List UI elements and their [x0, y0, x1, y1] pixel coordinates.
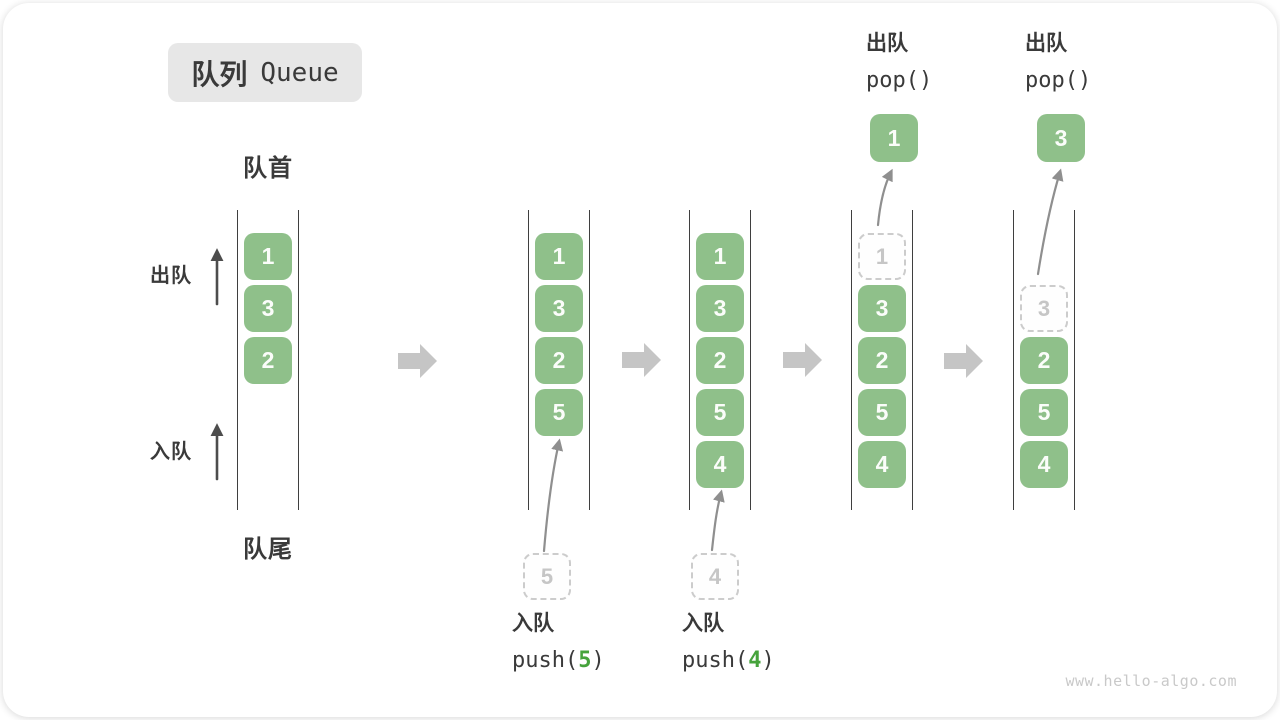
watermark: www.hello-algo.com: [1065, 672, 1237, 690]
popped-element: 3: [1037, 114, 1085, 162]
code-post: ): [761, 648, 775, 673]
flow-arrow-icon: [398, 344, 437, 378]
queue-state-5: 3 2 5 4: [1013, 210, 1075, 510]
queue-state-4: 1 3 2 5 4: [851, 210, 913, 510]
popped-element: 1: [870, 114, 918, 162]
ghost-cell-removed: 1: [858, 233, 906, 280]
enqueue-annotation-label: 入队: [682, 612, 724, 635]
queue-state-2: 1 3 2 5: [528, 210, 590, 510]
queue-cell: 2: [535, 337, 583, 384]
queue-cell: 2: [244, 337, 292, 384]
queue-cell: 1: [244, 233, 292, 280]
enqueue-code: push(5): [512, 648, 605, 674]
code-pre: push(: [682, 648, 749, 673]
code-arg: 4: [748, 648, 762, 673]
code-pre: push(: [512, 648, 579, 673]
title-badge: 队列 Queue: [168, 43, 362, 102]
dequeue-annotation-label: 出队: [866, 32, 908, 55]
queue-cell: 4: [696, 441, 744, 488]
label-enqueue-side: 入队: [150, 441, 192, 463]
queue-cell: 3: [858, 285, 906, 332]
dequeue-annotation-label: 出队: [1025, 32, 1067, 55]
queue-cell: 3: [535, 285, 583, 332]
title-en: Queue: [260, 57, 339, 88]
code-arg: 5: [578, 648, 592, 673]
dequeue-code: pop(): [866, 68, 933, 93]
flow-arrow-icon: [944, 344, 983, 378]
flow-arrow-icon: [622, 343, 661, 377]
queue-cell: 1: [696, 233, 744, 280]
queue-cell: 5: [858, 389, 906, 436]
enqueue-annotation: 入队 push(4): [682, 610, 775, 674]
dequeue-code: pop(): [1025, 68, 1092, 93]
ghost-cell-incoming: 5: [523, 553, 571, 600]
queue-cell: 4: [858, 441, 906, 488]
code-post: ): [591, 648, 605, 673]
label-queue-rear: 队尾: [243, 536, 293, 563]
enqueue-annotation-label: 入队: [512, 612, 554, 635]
queue-cell: 5: [535, 389, 583, 436]
enqueue-code: push(4): [682, 648, 775, 674]
queue-cell: 2: [696, 337, 744, 384]
enqueue-annotation: 入队 push(5): [512, 610, 605, 674]
ghost-cell-removed: 3: [1020, 285, 1068, 332]
queue-cell: 5: [696, 389, 744, 436]
queue-state-1: 1 3 2: [237, 210, 299, 510]
queue-cell: 2: [858, 337, 906, 384]
ghost-cell-incoming: 4: [691, 553, 739, 600]
queue-cell: 3: [244, 285, 292, 332]
queue-cell: 2: [1020, 337, 1068, 384]
flow-arrow-icon: [783, 343, 822, 377]
queue-cell: 1: [535, 233, 583, 280]
dequeue-annotation: 出队 pop(): [866, 30, 932, 94]
queue-cell: 3: [696, 285, 744, 332]
label-dequeue-side: 出队: [150, 265, 192, 287]
label-queue-front: 队首: [243, 155, 293, 182]
queue-cell: 4: [1020, 441, 1068, 488]
queue-state-3: 1 3 2 5 4: [689, 210, 751, 510]
dequeue-annotation: 出队 pop(): [1025, 30, 1091, 94]
title-zh: 队列: [191, 58, 248, 90]
queue-cell: 5: [1020, 389, 1068, 436]
